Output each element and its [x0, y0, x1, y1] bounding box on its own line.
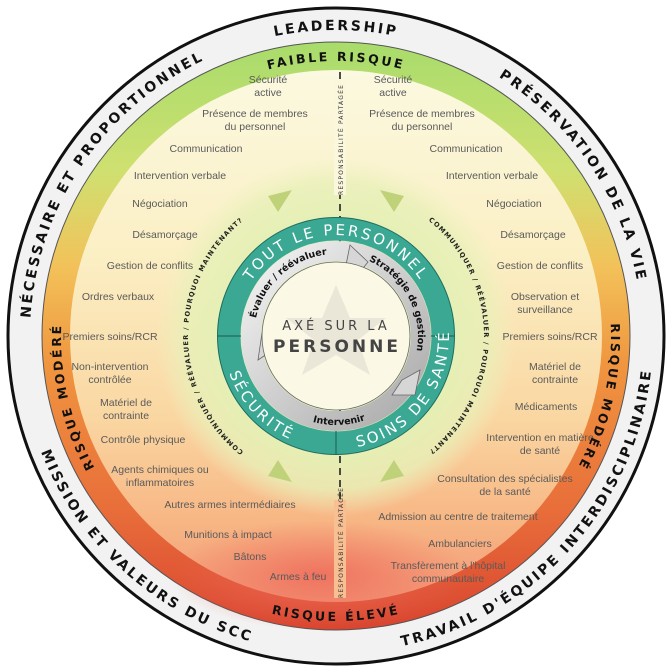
left-list-item: Gestion de conflits: [107, 260, 193, 272]
right-list-item: Gestion de conflits: [497, 260, 583, 272]
left-list-item-line: du personnel: [225, 121, 286, 133]
right-list-item-line: Transfèrement à l'hôpital: [391, 560, 506, 572]
right-list-item-line: contrainte: [532, 374, 578, 386]
right-list-item-line: Désamorçage: [500, 229, 566, 241]
right-list-item: Médicaments: [515, 401, 577, 413]
center-label-line2: PERSONNE: [273, 337, 401, 357]
left-list-item: Contrôle physique: [101, 434, 186, 446]
left-list-item-line: Autres armes intermédiaires: [164, 499, 295, 511]
arrowhead-icon: [268, 460, 292, 482]
right-list-item-line: du personnel: [392, 121, 453, 133]
left-list-item: Premiers soins/RCR: [62, 331, 158, 343]
center-circle: [261, 261, 411, 411]
halo-arrowheads: [268, 190, 404, 482]
left-list-item-line: Armes à feu: [270, 571, 327, 583]
right-list-item-line: Admission au centre de traitement: [378, 511, 537, 523]
left-list-item-line: Non-intervention: [71, 361, 148, 373]
left-list-item: Ordres verbaux: [82, 291, 155, 303]
right-list-item-line: Consultation des spécialistes: [437, 473, 572, 485]
right-list-item-line: communautaire: [412, 573, 485, 585]
csc-badge-watermark-icon: [286, 285, 386, 375]
left-list-item-line: inflammatoires: [126, 477, 194, 489]
right-list-item-line: de la santé: [479, 486, 531, 498]
right-list-item: Intervention verbale: [446, 170, 538, 182]
right-list-item-line: Communication: [430, 143, 503, 155]
left-list-item-line: Gestion de conflits: [107, 260, 193, 272]
shared-responsibility-label-top: RESPONSABILITÉ PARTAGÉE: [337, 84, 345, 195]
left-list-item: Intervention verbale: [134, 170, 226, 182]
risk-label-high-text: RISQUE ÉLEVÉ: [271, 602, 399, 624]
arrowhead-icon: [380, 190, 404, 212]
arrowhead-icon: [391, 369, 421, 396]
left-list-item-line: Présence de membres: [202, 108, 308, 120]
left-list-item: Communication: [170, 143, 243, 155]
left-list-item-line: Bâtons: [234, 551, 267, 563]
left-list-item-line: Intervention verbale: [134, 170, 226, 182]
left-list-item-line: Négociation: [132, 198, 188, 210]
left-list-item-line: Agents chimiques ou: [111, 464, 209, 476]
right-list-item: Négociation: [486, 198, 542, 210]
left-list-item-line: active: [254, 87, 282, 99]
left-list-item: Autres armes intermédiaires: [164, 499, 295, 511]
right-list-item-line: Gestion de conflits: [497, 260, 583, 272]
left-list-item-line: Ordres verbaux: [82, 291, 155, 303]
right-list-item-line: surveillance: [517, 304, 573, 316]
right-list-item: Premiers soins/RCR: [502, 331, 598, 343]
left-list-item: Négociation: [132, 198, 188, 210]
right-list-item-line: Médicaments: [515, 401, 577, 413]
shared-responsibility-label-bottom: RESPONSABILITÉ PARTAGÉE: [337, 487, 345, 598]
left-list-item-line: Premiers soins/RCR: [62, 331, 158, 343]
left-list-item-line: Désamorçage: [132, 229, 198, 241]
right-list-item-line: Intervention verbale: [446, 170, 538, 182]
outer-label-leadership: LEADERSHIP: [272, 18, 399, 40]
left-list-item-line: contrôlée: [88, 374, 131, 386]
right-list-item-line: Observation et: [511, 291, 579, 303]
right-list-item: Admission au centre de traitement: [378, 511, 537, 523]
center-label-line1: AXÉ SUR LA: [282, 318, 390, 334]
risk-label-high: RISQUE ÉLEVÉ: [271, 602, 402, 624]
right-list-item-line: Sécurité: [374, 74, 413, 86]
right-list-item-line: Premiers soins/RCR: [502, 331, 598, 343]
left-list-item-line: Contrôle physique: [101, 434, 186, 446]
right-list-item-line: Présence de membres: [369, 108, 475, 120]
high-risk-zone: [170, 520, 470, 630]
right-list-item-line: de santé: [520, 445, 560, 457]
right-list-item: Ambulanciers: [428, 538, 492, 550]
left-list-item: Désamorçage: [132, 229, 198, 241]
left-list-item: Bâtons: [234, 551, 267, 563]
right-list-item: Communication: [430, 143, 503, 155]
left-list-item: Armes à feu: [270, 571, 327, 583]
right-list-item-line: active: [379, 87, 407, 99]
cycle-ring: [241, 241, 431, 431]
right-list-item-line: Négociation: [486, 198, 542, 210]
right-list-item-line: Intervention en matière: [486, 432, 594, 444]
outer-label-leadership-text: LEADERSHIP: [272, 18, 397, 40]
arrowhead-icon: [380, 460, 404, 482]
right-list-item-line: Ambulanciers: [428, 538, 492, 550]
arrowhead-icon: [268, 190, 292, 212]
left-list-item-line: Sécurité: [249, 74, 288, 86]
right-list-item-line: Matériel de: [529, 361, 581, 373]
right-list-item: Désamorçage: [500, 229, 566, 241]
left-list-item-line: Munitions à impact: [184, 529, 272, 541]
left-list-item: Munitions à impact: [184, 529, 272, 541]
left-list-item-line: Communication: [170, 143, 243, 155]
left-list-item-line: Matériel de: [100, 397, 152, 409]
left-list-item-line: contrainte: [103, 410, 149, 422]
